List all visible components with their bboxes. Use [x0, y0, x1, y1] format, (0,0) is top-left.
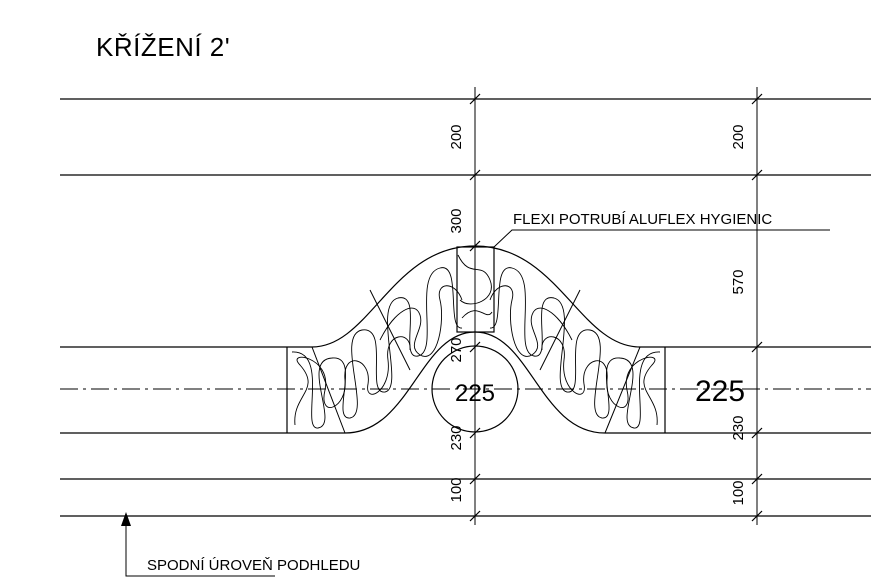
dimension-ticks: [469, 93, 763, 522]
drawing-title: KŘÍŽENÍ 2': [96, 32, 231, 62]
flex-duct-sections: [311, 289, 641, 434]
dimension-200-left: 200: [448, 124, 465, 149]
flexi-section-marker: [456, 246, 495, 333]
round-duct-size-label: 225: [455, 380, 495, 407]
flex-duct-upper-edge: [287, 245, 665, 348]
dimension-100-right: 100: [730, 480, 747, 505]
dimension-570-right: 570: [730, 269, 747, 294]
dimension-200-right: 200: [730, 124, 747, 149]
dimension-230-left: 230: [448, 425, 465, 450]
dimension-100-left: 100: [448, 477, 465, 502]
round-duct-section: [431, 345, 519, 433]
right-duct-size-label: 225: [695, 375, 745, 408]
dimension-230-right: 230: [730, 415, 747, 440]
flexi-label-leader: [493, 229, 830, 248]
reference-leader: [125, 516, 275, 577]
flexi-duct-label: FLEXI POTRUBÍ ALUFLEX HYGIENIC: [513, 211, 772, 228]
dimension-300-left: 300: [448, 208, 465, 233]
ceiling-level-label: SPODNÍ ÚROVEŇ PODHLEDU: [147, 557, 360, 574]
arrow-up-icon: [121, 512, 131, 526]
flex-duct-insulation: [291, 254, 661, 429]
dimension-270-left: 270: [448, 337, 465, 362]
